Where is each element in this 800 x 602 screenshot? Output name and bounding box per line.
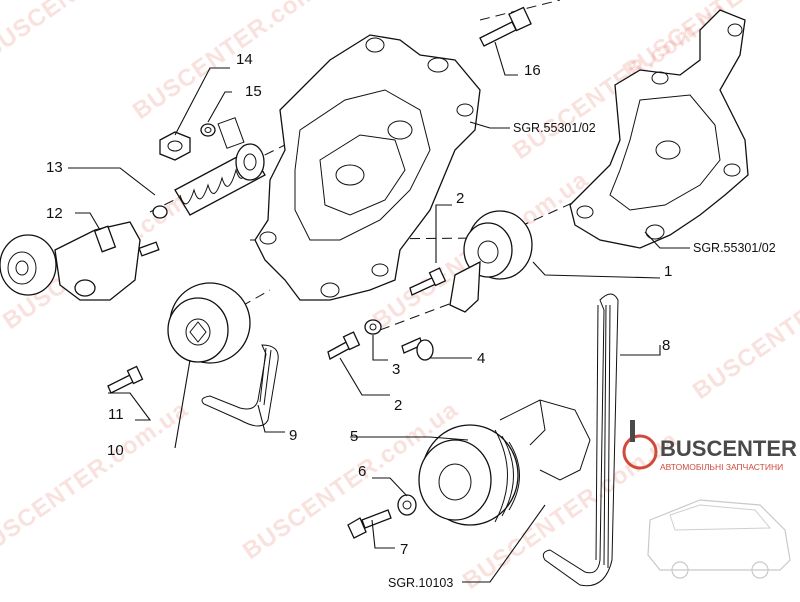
- crank-pulley-5: [418, 424, 520, 526]
- reference-label: SGR.55301/02: [693, 241, 776, 255]
- tensioner-damper-13: [152, 117, 266, 219]
- nut-14: [159, 131, 191, 161]
- reference-labels: SGR.55301/02 SGR.55301/02 SGR.10103: [388, 121, 776, 590]
- callout-label: 9: [289, 427, 297, 444]
- leader-lines: [68, 41, 690, 583]
- crankshaft: [499, 399, 591, 481]
- callout-label: 11: [108, 406, 124, 423]
- watermark-text: BUSCENTER.com.ua: [0, 0, 203, 65]
- callout-label: 7: [400, 541, 408, 558]
- callout-label: 15: [245, 83, 262, 100]
- bus-icon: [647, 499, 791, 579]
- callout-label: 6: [358, 463, 366, 480]
- belt-8: [542, 293, 619, 587]
- idler-pulley-1: [449, 210, 533, 313]
- callout-label: 16: [524, 62, 541, 79]
- washer-15: [200, 123, 216, 137]
- callout-label: 10: [107, 442, 124, 459]
- callout-label: 13: [46, 159, 63, 176]
- reference-label: SGR.10103: [388, 576, 453, 590]
- logo-bar-icon: [630, 420, 635, 442]
- callout-label: 3: [392, 361, 400, 378]
- axis-line: [379, 299, 461, 331]
- logo-tagline: АВТОМОБІЛЬНІ ЗАПЧАСТИНИ: [660, 462, 783, 472]
- callout-label: 14: [236, 51, 253, 68]
- watermark-text: BUSCENTER.com.ua: [0, 396, 193, 565]
- bolt-2-upper: [409, 267, 447, 296]
- bolt-4: [401, 337, 434, 361]
- callout-labels: 1 2 2 3 4 5 6 7 8 9 10 11 12 13 14 15 16: [46, 51, 672, 558]
- tensioner-12: [0, 221, 160, 301]
- callout-label: 5: [350, 428, 358, 445]
- brand-logo: BUSCENTER АВТОМОБІЛЬНІ ЗАПЧАСТИНИ: [622, 420, 797, 579]
- bolt-2-lower: [327, 331, 361, 360]
- main-bracket: [254, 34, 481, 301]
- callout-label: 2: [394, 397, 402, 414]
- idler-pulley-10: [167, 282, 251, 364]
- callout-label: 8: [662, 337, 670, 354]
- reference-label: SGR.55301/02: [513, 121, 596, 135]
- washer-6: [397, 494, 417, 516]
- bolt-16: [479, 6, 532, 47]
- callout-label: 2: [456, 190, 464, 207]
- callout-label: 1: [664, 263, 672, 280]
- logo-text: BUSCENTER: [660, 436, 797, 461]
- right-bracket: [569, 9, 749, 249]
- bolt-7: [347, 509, 392, 539]
- watermark-text: BUSCENTER.com.ua: [688, 236, 800, 405]
- logo-mark-icon: [622, 434, 658, 470]
- callout-label: 12: [46, 205, 63, 222]
- belt-9: [201, 344, 279, 427]
- bolt-11: [107, 365, 144, 394]
- callout-label: 4: [477, 350, 485, 367]
- washer-3: [364, 319, 382, 335]
